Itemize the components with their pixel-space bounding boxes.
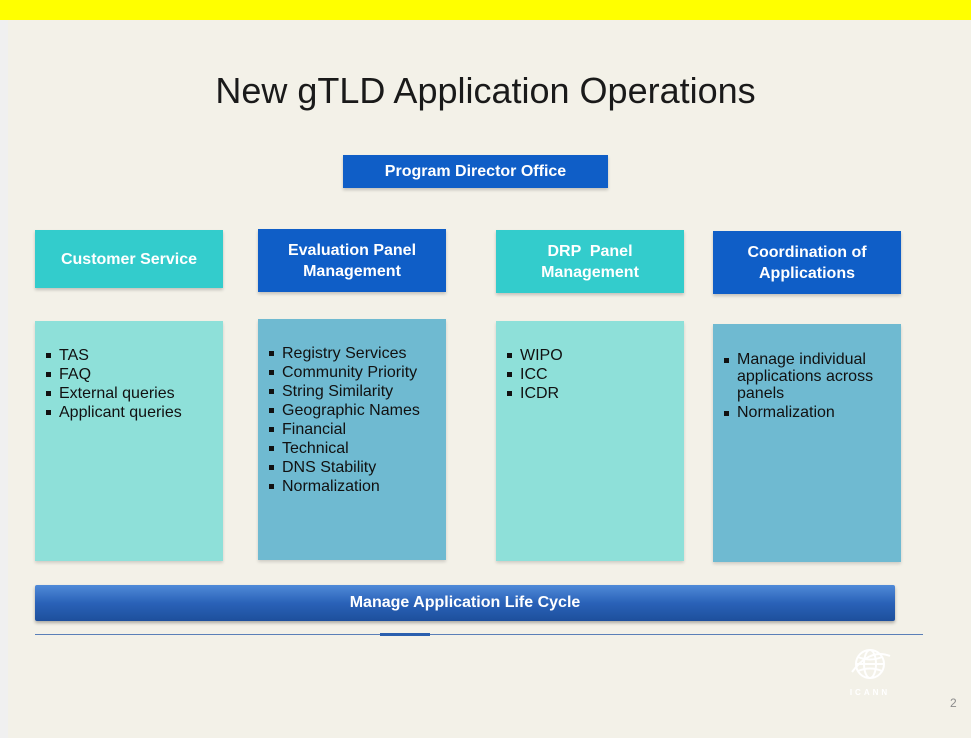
list-item: Financial	[268, 420, 440, 439]
list-item: ICDR	[506, 384, 678, 403]
icann-logo-text: ICANN	[849, 688, 891, 697]
list-item: DNS Stability	[268, 458, 440, 477]
program-director-office-box: Program Director Office	[343, 155, 608, 188]
customer-service-list: TAS FAQ External queries Applicant queri…	[45, 346, 217, 422]
globe-icon	[851, 649, 891, 679]
list-item: External queries	[45, 384, 217, 403]
customer-service-header: Customer Service	[35, 230, 223, 288]
drp-panel-header-text: DRP Panel Management	[541, 242, 639, 281]
list-item: Community Priority	[268, 363, 440, 382]
slide-title: New gTLD Application Operations	[215, 70, 756, 111]
coordination-panel: Manage individual applications across pa…	[713, 324, 901, 562]
manage-lifecycle-bar: Manage Application Life Cycle	[35, 585, 895, 621]
list-item: Normalization	[723, 404, 895, 421]
icann-logo: ICANN	[838, 642, 902, 698]
page-number: 2	[950, 696, 957, 710]
list-item: Registry Services	[268, 344, 440, 363]
evaluation-panel-list: Registry Services Community Priority Str…	[268, 344, 440, 496]
list-item: WIPO	[506, 346, 678, 365]
list-item: TAS	[45, 346, 217, 365]
left-margin-band	[0, 20, 8, 738]
list-item: Technical	[268, 439, 440, 458]
list-item: String Similarity	[268, 382, 440, 401]
evaluation-panel-header: Evaluation Panel Management	[258, 229, 446, 292]
evaluation-panel-header-text: Evaluation Panel Management	[287, 241, 417, 280]
list-item: Manage individual applications across pa…	[723, 351, 895, 402]
list-item: Geographic Names	[268, 401, 440, 420]
list-item: Applicant queries	[45, 403, 217, 422]
drp-panel-header: DRP Panel Management	[496, 230, 684, 293]
list-item: FAQ	[45, 365, 217, 384]
coordination-header: Coordination of Applications	[713, 231, 901, 294]
top-yellow-band	[0, 0, 971, 20]
list-item: ICC	[506, 365, 678, 384]
list-item: Normalization	[268, 477, 440, 496]
evaluation-panel: Registry Services Community Priority Str…	[258, 319, 446, 560]
coordination-list: Manage individual applications across pa…	[723, 351, 895, 421]
footer-divider-accent	[380, 633, 430, 636]
customer-service-panel: TAS FAQ External queries Applicant queri…	[35, 321, 223, 561]
coordination-header-text: Coordination of Applications	[747, 243, 867, 282]
drp-panel: WIPO ICC ICDR	[496, 321, 684, 561]
drp-panel-list: WIPO ICC ICDR	[506, 346, 678, 403]
footer-divider	[35, 634, 923, 635]
